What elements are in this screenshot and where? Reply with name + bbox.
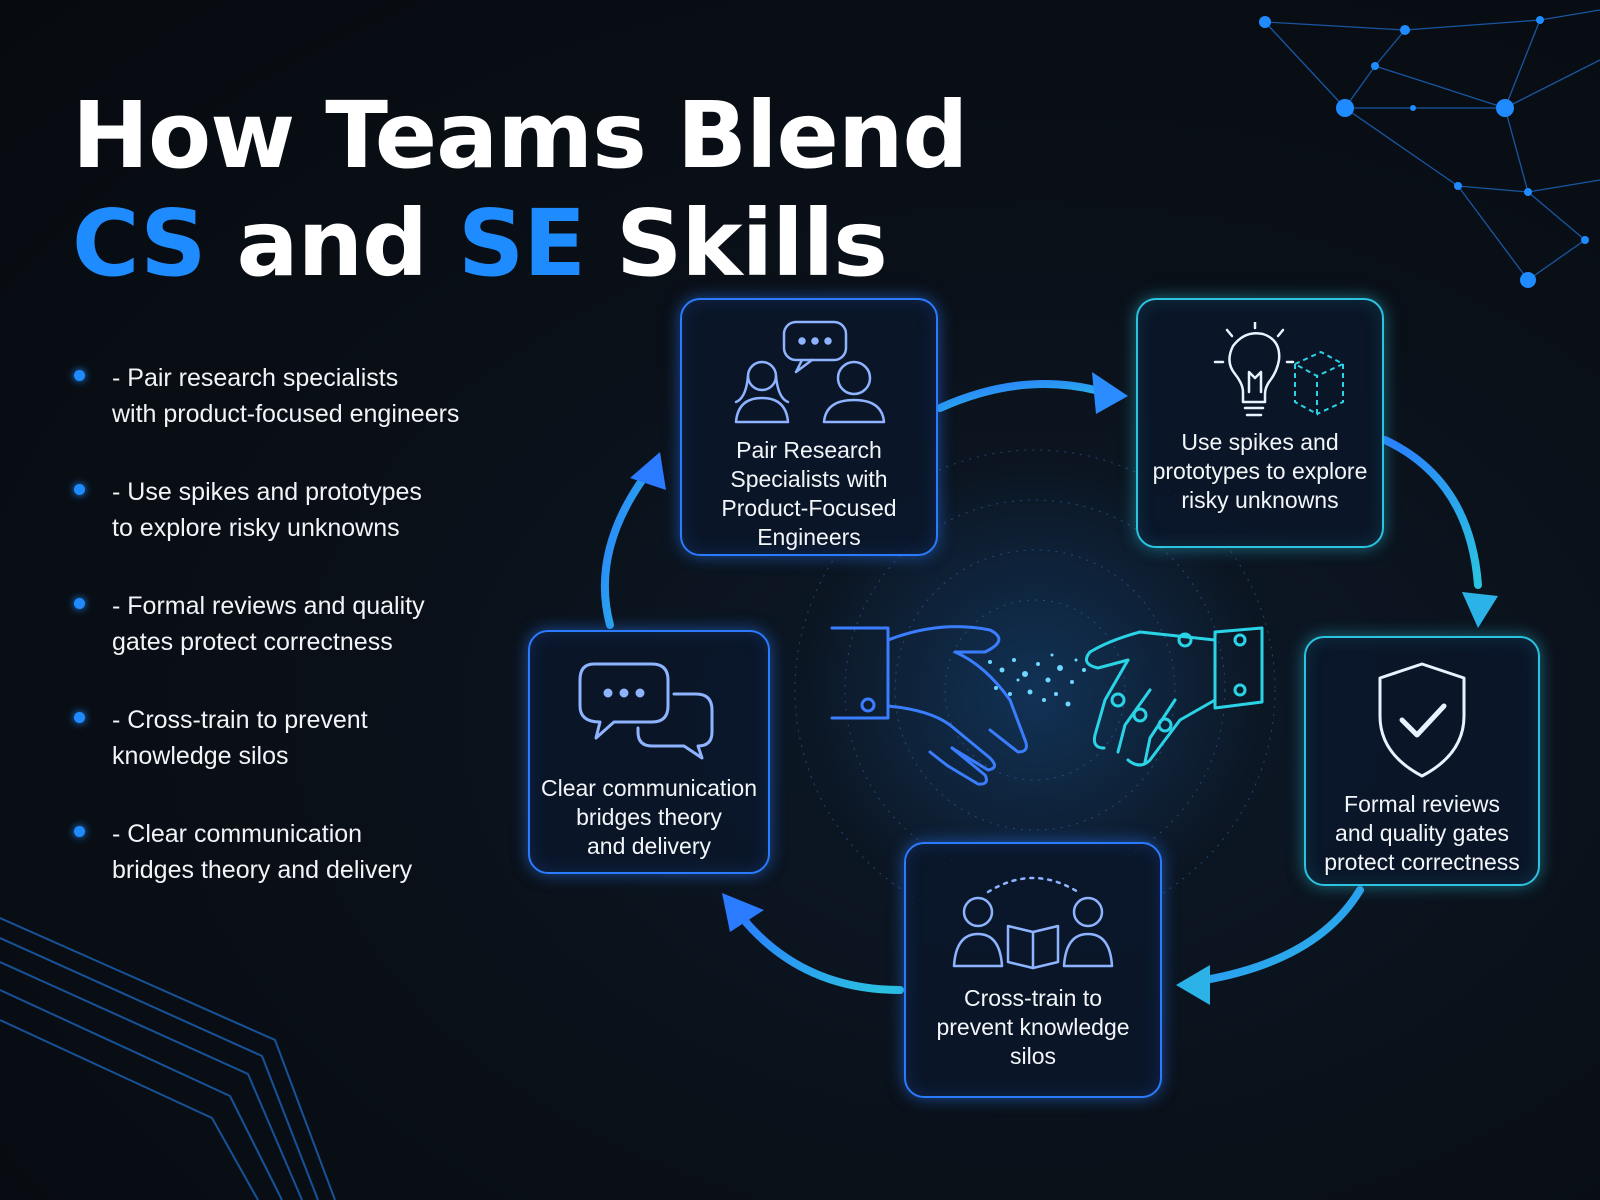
bullet-text: - Cross-train to prevent knowledge silos [112, 706, 368, 770]
card-cross-train: Cross-train to prevent knowledge silos [904, 842, 1162, 1098]
title-cs: CS [72, 190, 206, 297]
people-chat-icon [734, 320, 886, 424]
bullet-dot [74, 484, 85, 495]
bullet-item: - Formal reviews and quality gates prote… [74, 588, 459, 702]
lightbulb-cube-icon [1213, 322, 1345, 417]
card-label: Use spikes and prototypes to explore ris… [1152, 429, 1368, 513]
card-label: Pair Research Specialists with Product-F… [721, 437, 897, 550]
bullet-dot [74, 598, 85, 609]
page-title: How Teams Blend CS and SE Skills [72, 82, 968, 298]
title-line-1: How Teams Blend [72, 82, 968, 189]
card-formal-reviews: Formal reviews and quality gates protect… [1304, 636, 1540, 886]
network-graphic [1264, 9, 1600, 281]
bullet-dot [74, 712, 85, 723]
bullet-item: - Use spikes and prototypes to explore r… [74, 474, 459, 588]
people-book-icon [952, 876, 1114, 970]
bullet-item: - Clear communication bridges theory and… [74, 816, 459, 930]
bullet-text: - Clear communication bridges theory and… [112, 820, 413, 884]
bullet-dot [74, 370, 85, 381]
title-se: SE [457, 190, 586, 297]
bullet-text: - Use spikes and prototypes to explore r… [112, 478, 422, 542]
cycle-arrows [600, 380, 1482, 994]
robot-hand-icon [1084, 626, 1264, 767]
card-spikes-prototypes: Use spikes and prototypes to explore ris… [1136, 298, 1384, 548]
bullet-text: - Pair research specialists with product… [112, 364, 460, 428]
arrowheads [630, 372, 1498, 1005]
speech-bubbles-icon [578, 662, 714, 760]
title-and: and [236, 190, 428, 297]
card-label: Clear communication bridges theory and d… [540, 775, 758, 859]
shield-check-icon [1378, 662, 1466, 778]
bullet-item: - Pair research specialists with product… [74, 360, 459, 474]
bullet-text: - Formal reviews and quality gates prote… [112, 592, 425, 656]
circuit-lines [0, 917, 336, 1200]
human-hand-icon [830, 625, 1028, 786]
particle-dots [988, 653, 1086, 707]
card-label: Cross-train to prevent knowledge silos [936, 985, 1130, 1069]
bullet-list: - Pair research specialists with product… [74, 360, 459, 930]
card-pair-research: Pair Research Specialists with Product-F… [680, 298, 938, 556]
card-clear-communication: Clear communication bridges theory and d… [528, 630, 770, 874]
bullet-dot [74, 826, 85, 837]
card-label: Formal reviews and quality gates protect… [1324, 791, 1520, 875]
bullet-item: - Cross-train to prevent knowledge silos [74, 702, 459, 816]
title-skills: Skills [616, 190, 888, 297]
